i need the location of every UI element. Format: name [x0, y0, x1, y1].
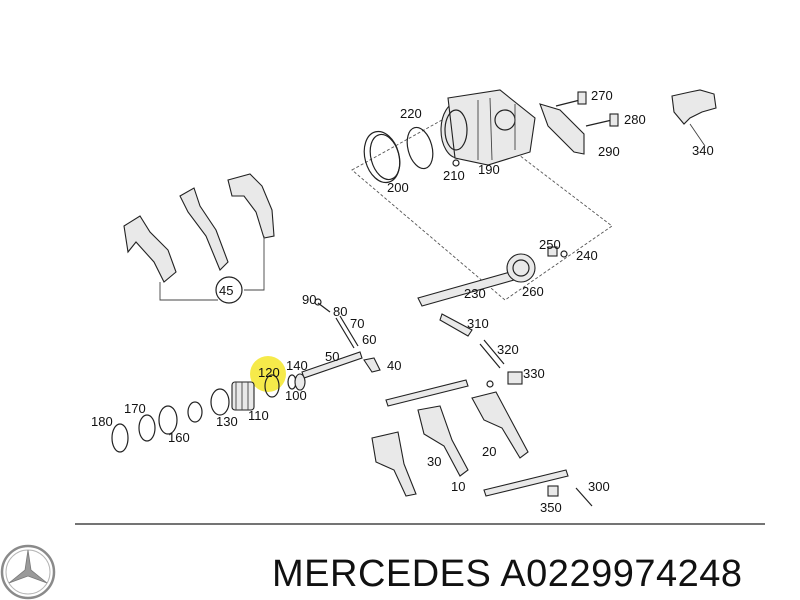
label-190: 190	[478, 162, 500, 177]
part-labels: 220 200 210 190 270 280 290 340 45 90 80…	[91, 88, 714, 515]
label-300: 300	[588, 479, 610, 494]
label-280: 280	[624, 112, 646, 127]
label-20: 20	[482, 444, 496, 459]
label-90: 90	[302, 292, 316, 307]
label-70: 70	[350, 316, 364, 331]
label-170: 170	[124, 401, 146, 416]
highlight-marker-120	[250, 356, 286, 392]
label-80: 80	[333, 304, 347, 319]
pump-assembly	[351, 89, 717, 301]
label-130: 130	[216, 414, 238, 429]
label-100: 100	[285, 388, 307, 403]
shift-forks-group	[123, 173, 275, 304]
label-340: 340	[692, 143, 714, 158]
label-200: 200	[387, 180, 409, 195]
label-160: 160	[168, 430, 190, 445]
label-40: 40	[387, 358, 401, 373]
label-210: 210	[443, 168, 465, 183]
label-220: 220	[400, 106, 422, 121]
label-350: 350	[540, 500, 562, 515]
shift-rail-assembly	[371, 379, 593, 507]
label-330: 330	[523, 366, 545, 381]
countershaft-assembly	[417, 246, 568, 388]
label-240: 240	[576, 248, 598, 263]
label-290: 290	[598, 144, 620, 159]
label-230: 230	[464, 286, 486, 301]
label-45: 45	[219, 283, 233, 298]
label-260: 260	[522, 284, 544, 299]
label-60: 60	[362, 332, 376, 347]
label-180: 180	[91, 414, 113, 429]
label-310: 310	[467, 316, 489, 331]
label-110: 110	[248, 408, 269, 423]
label-140: 140	[286, 358, 308, 373]
part-number-caption: MERCEDES A0229974248	[272, 553, 743, 595]
label-250: 250	[539, 237, 561, 252]
label-30: 30	[427, 454, 441, 469]
main-shaft-assembly	[111, 298, 381, 453]
mercedes-star-icon	[0, 544, 56, 600]
label-120: 120	[258, 365, 280, 380]
label-50: 50	[325, 349, 339, 364]
label-320: 320	[497, 342, 519, 357]
label-270: 270	[591, 88, 613, 103]
label-10: 10	[451, 479, 465, 494]
